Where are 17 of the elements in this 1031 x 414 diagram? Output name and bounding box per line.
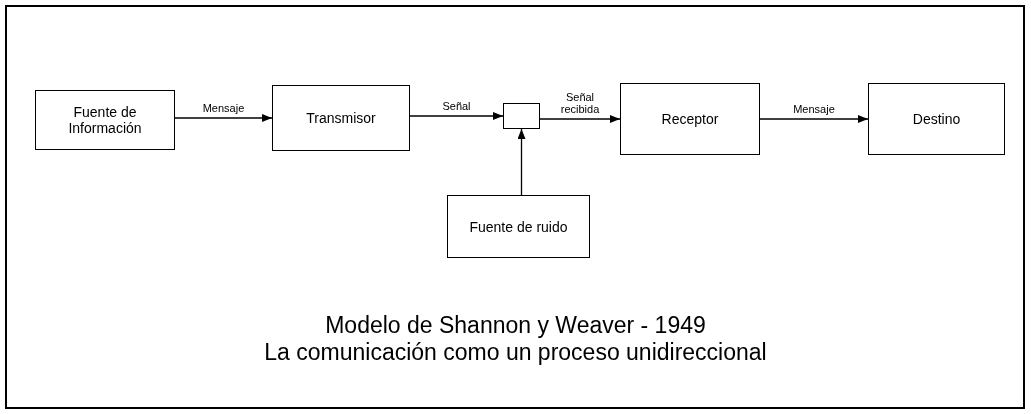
edge-label: Mensaje	[201, 102, 246, 114]
arrow	[539, 115, 621, 123]
process-box	[503, 103, 540, 129]
arrow	[174, 114, 273, 122]
diagram-caption: La comunicación como un proceso unidireccional	[264, 339, 767, 366]
arrow	[517, 128, 526, 196]
process-box: Transmisor	[272, 85, 410, 151]
process-box: Destino	[868, 83, 1005, 155]
edge-label: Mensaje	[792, 103, 836, 115]
process-box: Fuente de ruido	[447, 195, 590, 258]
process-box: Fuente de Información	[35, 90, 175, 150]
process-box: Receptor	[620, 83, 760, 155]
arrow	[759, 115, 869, 123]
diagram-title: Modelo de Shannon y Weaver - 1949	[325, 312, 706, 339]
edge-label: Señal recibida	[559, 91, 601, 115]
arrow	[409, 112, 504, 120]
edge-label: Señal	[441, 100, 472, 112]
